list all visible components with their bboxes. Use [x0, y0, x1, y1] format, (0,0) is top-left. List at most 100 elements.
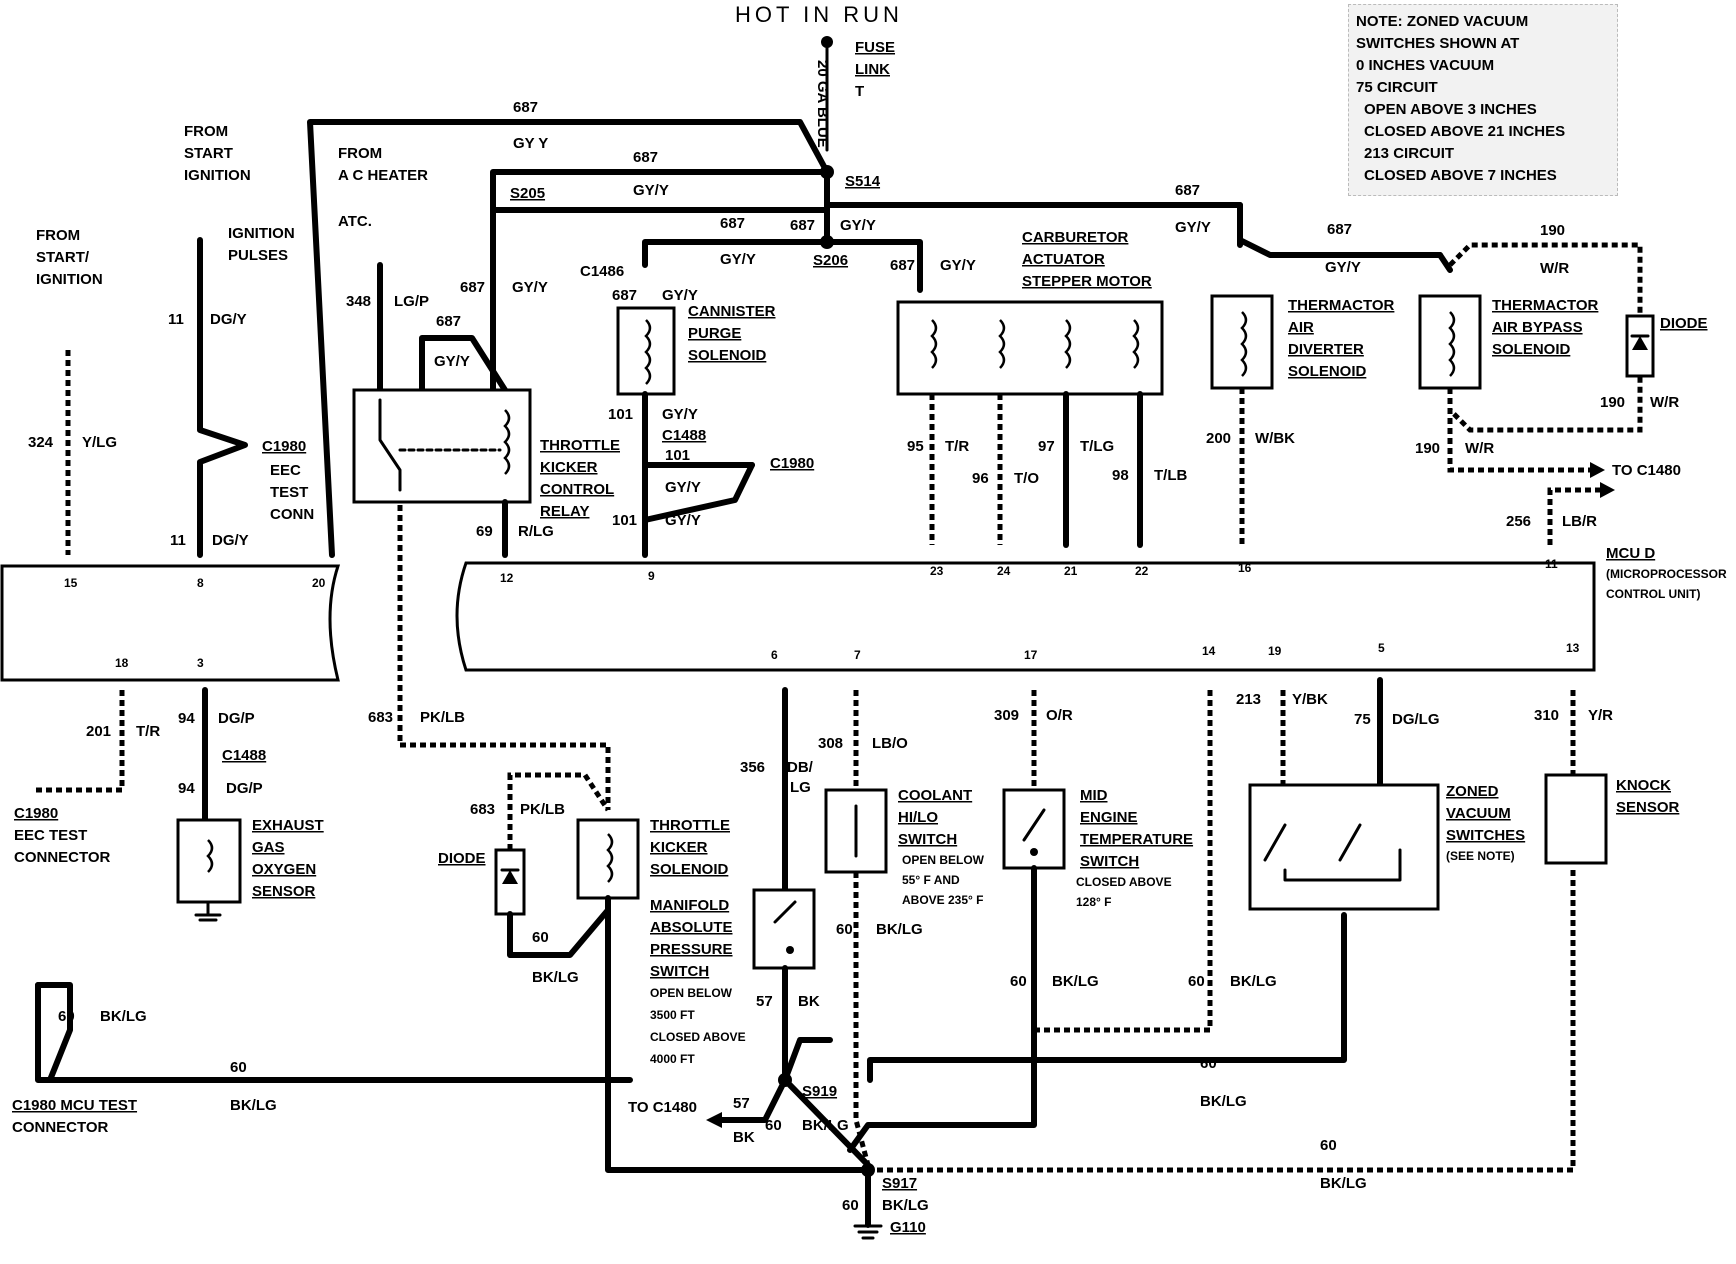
- mcu-label: MCU D: [1606, 545, 1655, 562]
- wire-num: 190: [1540, 222, 1565, 239]
- wire-num: 687: [633, 149, 658, 166]
- bypass-label: THERMACTOR: [1492, 297, 1599, 314]
- wire-color: T/R: [945, 438, 969, 455]
- c1486-label: C1486: [580, 263, 624, 280]
- mcu-pin: 8: [197, 576, 204, 590]
- wire-num: 57: [756, 993, 773, 1010]
- wire-num: 60: [58, 1008, 75, 1025]
- map-note: 3500 FT: [650, 1008, 695, 1022]
- wire-color: GY/Y: [940, 257, 976, 274]
- ignition-pulses-label: PULSES: [228, 247, 288, 264]
- wire-683: [397, 505, 611, 810]
- wire-60-s919-s917: [782, 1077, 871, 1168]
- to-c1480-bottom: TO C1480: [628, 1099, 697, 1116]
- from-start-label-2: START/: [36, 249, 90, 266]
- wire-60-zoned: [867, 912, 1347, 1083]
- map-label: ABSOLUTE: [650, 919, 733, 936]
- c1488-label: C1488: [662, 427, 706, 444]
- atc-label: ATC.: [338, 213, 372, 230]
- fuse-label: LINK: [855, 61, 890, 78]
- diode-bottom-label: DIODE: [438, 850, 486, 867]
- map-note: 4000 FT: [650, 1052, 695, 1066]
- s205-label: S205: [510, 185, 545, 202]
- vacuum-switch-icon: [1263, 823, 1287, 862]
- from-start-label-2: FROM: [36, 227, 80, 244]
- mcu-pin: 6: [771, 648, 778, 662]
- wire-60-kicker-ground: [605, 895, 871, 1173]
- arrow-to-c1480: [706, 1112, 722, 1128]
- diverter-label: THERMACTOR: [1288, 297, 1395, 314]
- stepper-coil-icon: [1132, 319, 1140, 369]
- bypass-label: AIR BYPASS: [1492, 319, 1583, 336]
- wire-num: 348: [346, 293, 371, 310]
- mcu-pin: 12: [500, 571, 514, 585]
- knock-sensor-box: [1544, 773, 1608, 865]
- ignition-pulses-label: IGNITION: [228, 225, 295, 242]
- wire-num: 310: [1534, 707, 1559, 724]
- wire-60-mcu-test: [35, 982, 633, 1083]
- mcu-pin: 21: [1064, 564, 1078, 578]
- bypass-coil-icon: [1448, 311, 1456, 377]
- wire-color: DG/Y: [212, 532, 249, 549]
- wire-60-s919: [782, 1037, 833, 1083]
- zoned-note: (SEE NOTE): [1446, 849, 1515, 863]
- note-line: 0 INCHES VACUUM: [1356, 57, 1494, 74]
- stepper-coil-icon: [1064, 319, 1072, 369]
- wire-color: GY/Y: [720, 251, 756, 268]
- wire-color: LG/P: [394, 293, 429, 310]
- kicker-solenoid-box: [576, 818, 640, 900]
- ego-label: SENSOR: [252, 883, 316, 900]
- wire-color: Y/R: [1588, 707, 1613, 724]
- coolant-label: HI/LO: [898, 809, 938, 826]
- wire-color: Y/LG: [82, 434, 117, 451]
- mid-engine-label: SWITCH: [1080, 853, 1139, 870]
- wire-color: BK/LG: [882, 1197, 929, 1214]
- wire-color: GY/Y: [434, 353, 470, 370]
- cannister-coil-icon: [644, 319, 652, 385]
- wire-color: LB/R: [1562, 513, 1597, 530]
- fuse-link-dot: [821, 36, 833, 48]
- cannister-label: CANNISTER: [688, 303, 776, 320]
- diode-icon: [502, 870, 518, 884]
- to-c1480-top: TO C1480: [1612, 462, 1681, 479]
- wire-683-diode: [507, 772, 611, 850]
- from-start-label: START: [184, 145, 233, 162]
- relay-label: THROTTLE: [540, 437, 620, 454]
- from-ac-label: A C HEATER: [338, 167, 428, 184]
- wire-num: 324: [28, 434, 54, 451]
- wire-color: DG/LG: [1392, 711, 1440, 728]
- fuse-label: FUSE: [855, 39, 895, 56]
- wire-num: 60: [836, 921, 853, 938]
- ego-sensor-box: [176, 818, 242, 904]
- zoned-vacuum-box: [1248, 783, 1440, 911]
- mcu-label: CONTROL UNIT): [1606, 587, 1700, 601]
- wire-num: 101: [612, 512, 637, 529]
- mcu-left-block: [0, 564, 341, 682]
- wire-color: DG/Y: [210, 311, 247, 328]
- map-label: SWITCH: [650, 963, 709, 980]
- wire-color: BK/LG: [876, 921, 923, 938]
- wire-color: GY/Y: [1325, 259, 1361, 276]
- mcu-label: (MICROPROCESSOR: [1606, 567, 1727, 581]
- relay-label: CONTROL: [540, 481, 614, 498]
- wire-color: GY/Y: [662, 406, 698, 423]
- wire-color: GY/Y: [840, 217, 876, 234]
- diverter-label: AIR: [1288, 319, 1314, 336]
- coolant-note: ABOVE 235° F: [902, 893, 984, 907]
- wire-num: 356: [740, 759, 765, 776]
- ego-label: GAS: [252, 839, 285, 856]
- diverter-label: DIVERTER: [1288, 341, 1364, 358]
- wire-color: PK/LB: [420, 709, 465, 726]
- mcu-pin: 20: [312, 576, 326, 590]
- wire-color: T/R: [136, 723, 160, 740]
- wire-num: 190: [1600, 394, 1625, 411]
- wire-num: 60: [1200, 1055, 1217, 1072]
- wire-num: 256: [1506, 513, 1531, 530]
- vacuum-bus-icon: [1283, 848, 1402, 882]
- zoned-label: ZONED: [1446, 783, 1499, 800]
- note-box: [1348, 4, 1618, 196]
- from-start-label-2: IGNITION: [36, 271, 103, 288]
- wire-687-thermactor: [1237, 202, 1443, 258]
- mid-engine-switch-icon: [1022, 808, 1046, 842]
- note-line: NOTE: ZONED VACUUM: [1356, 13, 1528, 30]
